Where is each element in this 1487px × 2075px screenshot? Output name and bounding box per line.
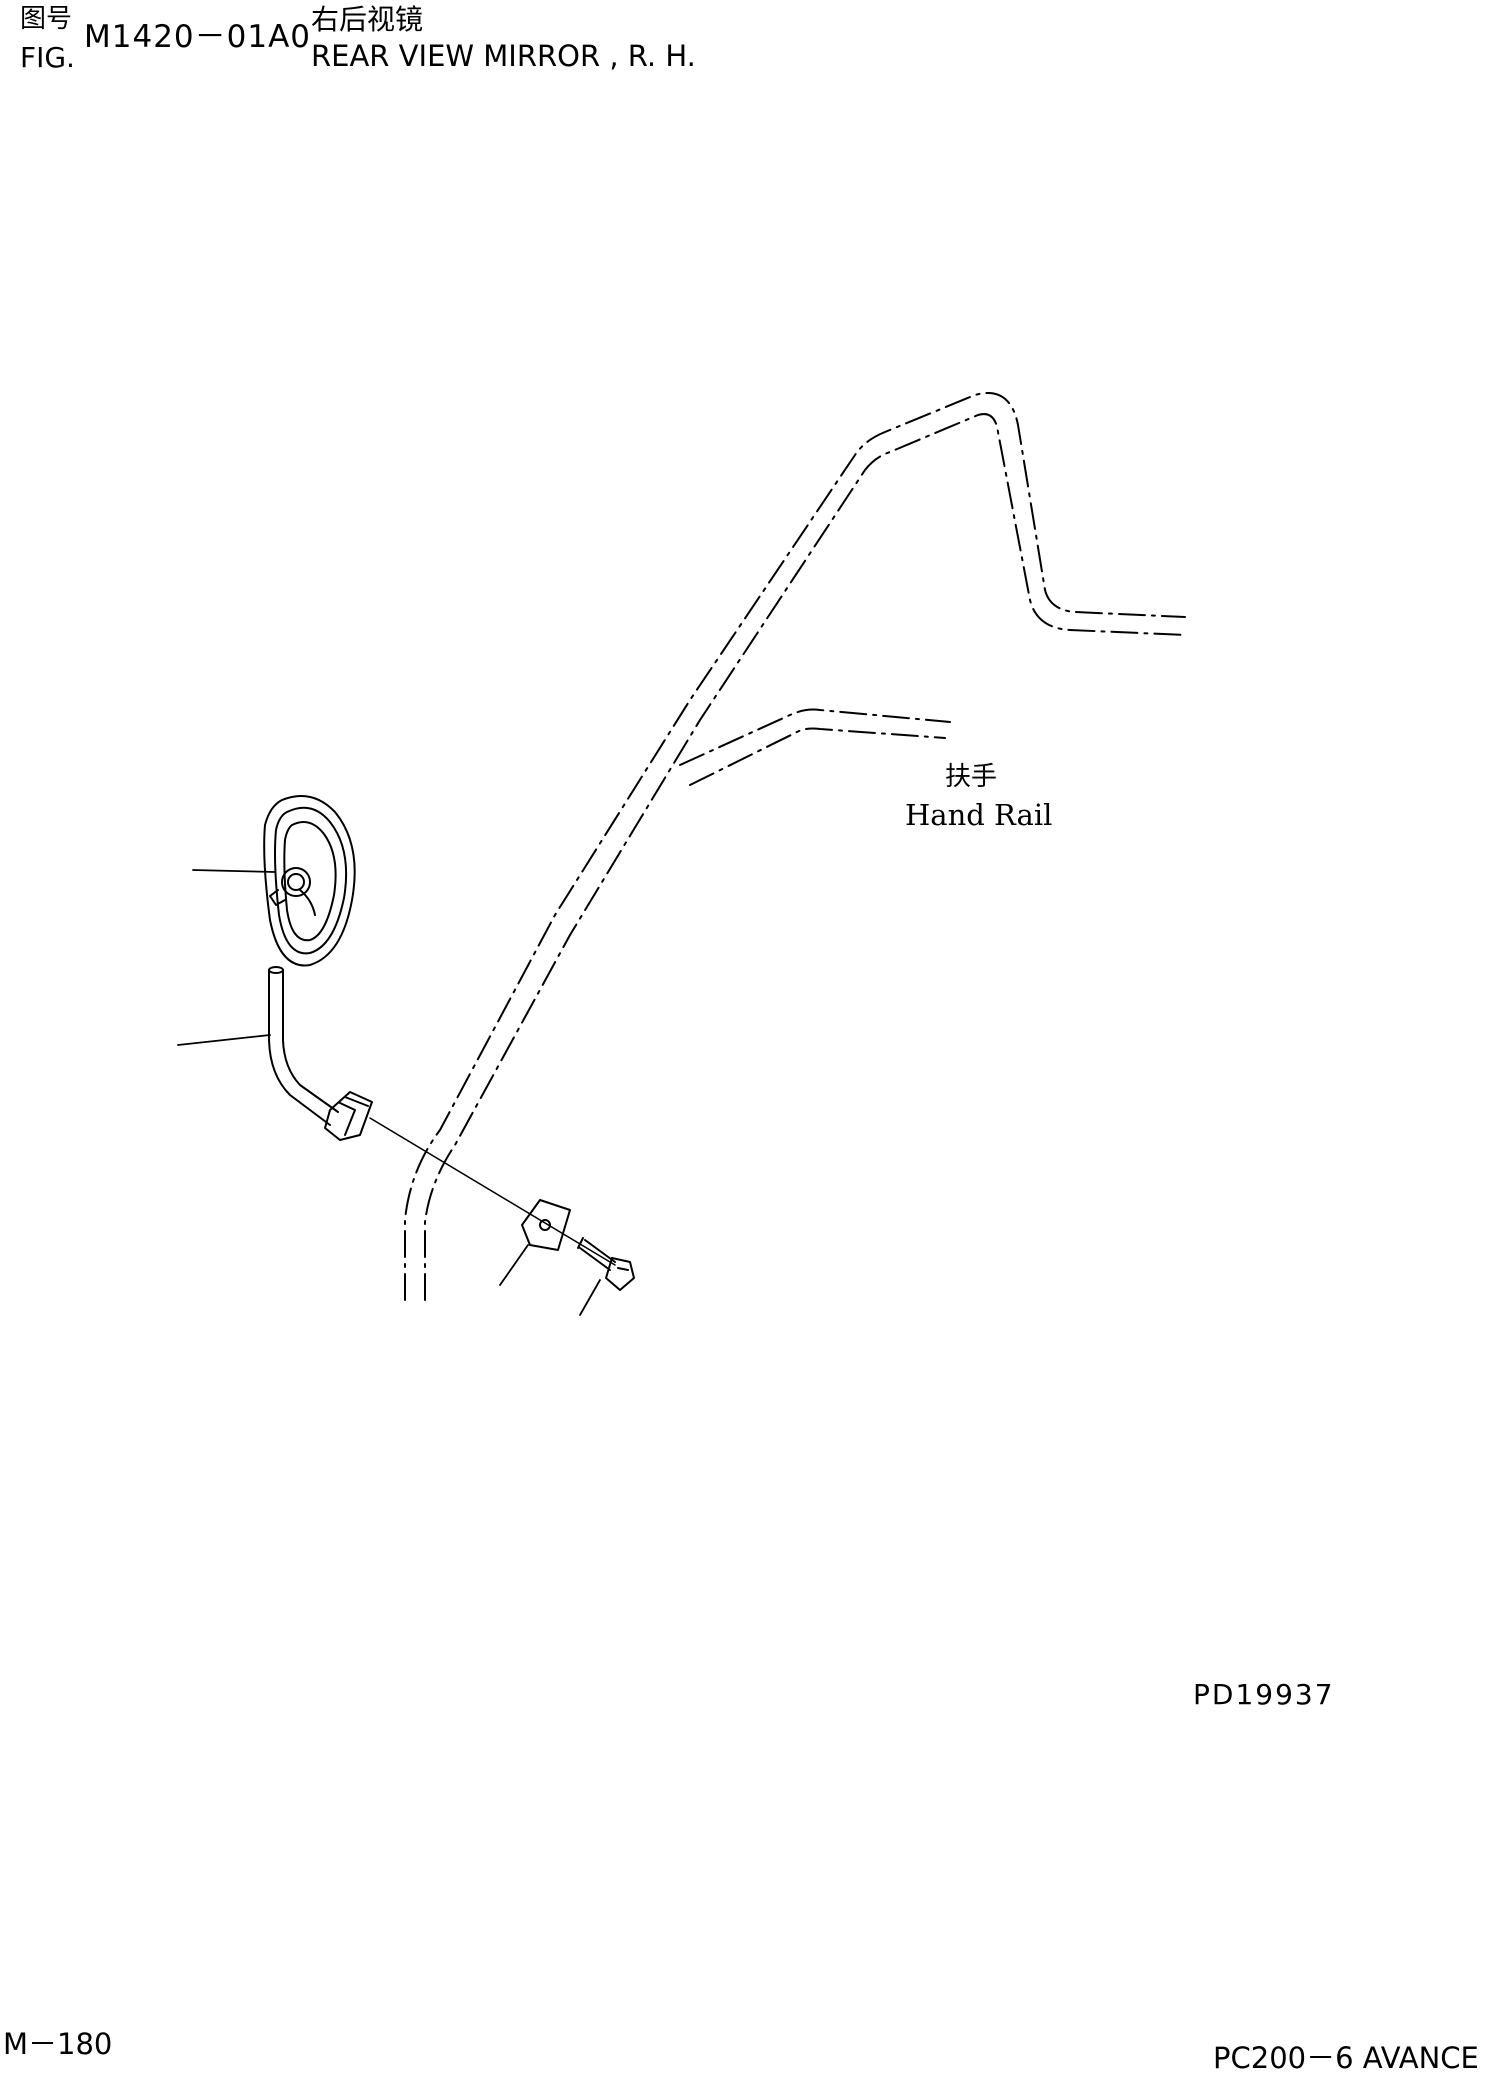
hand-rail-label-chinese: 扶手: [945, 762, 998, 792]
assembly-centerline: [369, 1117, 616, 1266]
figure-label-english: FIG.: [20, 41, 75, 74]
bolt: [577, 1237, 635, 1291]
title-english: REAR VIEW MIRROR , R. H.: [311, 39, 696, 73]
mirror-stay: [268, 966, 373, 1141]
bracket-plate: [521, 1199, 571, 1251]
model-name: PC200－6 AVANCE: [1213, 2041, 1479, 2075]
leader-lines: [177, 869, 601, 1316]
mirror-body: [263, 795, 356, 967]
title-chinese: 右后视镜: [311, 3, 424, 36]
drawing-number: PD19937: [1193, 1678, 1335, 1711]
figure-label-chinese: 图号: [20, 4, 73, 34]
hand-rail-label-english: Hand Rail: [905, 798, 1053, 832]
hand-rail-outline: [404, 392, 1186, 1301]
page-number: M－180: [3, 2027, 113, 2061]
figure-number: M1420－01A0: [84, 19, 312, 55]
